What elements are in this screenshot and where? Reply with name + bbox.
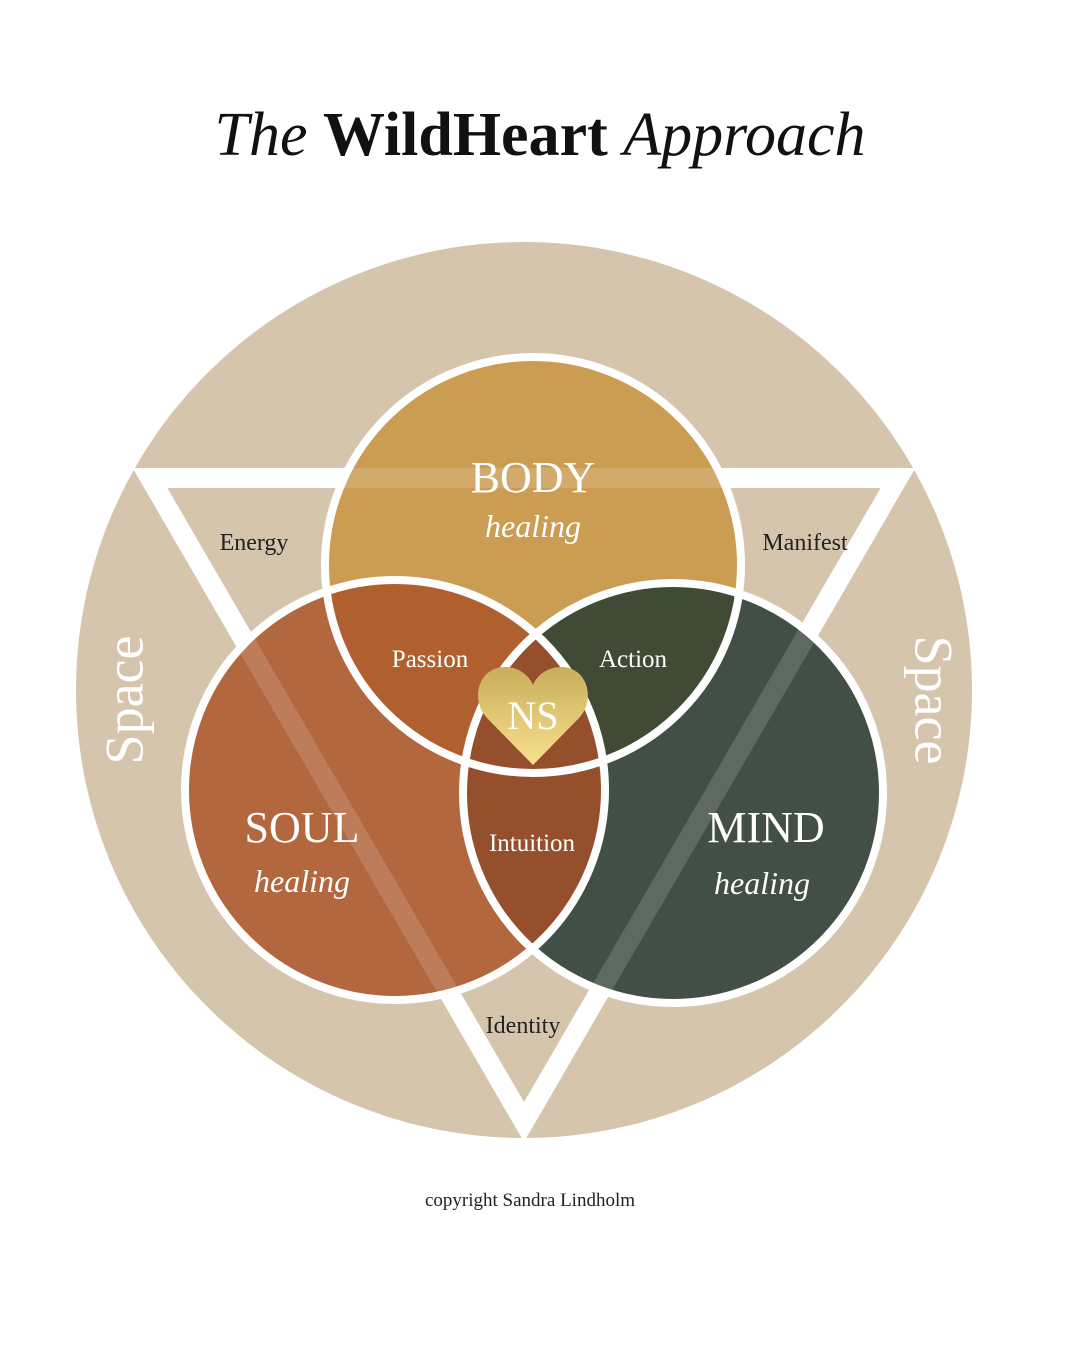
page-title: The WildHeart Approach [0,100,1080,171]
body-sub: healing [485,508,581,544]
space-left-label: Space [94,636,154,765]
action-label: Action [599,646,668,673]
ns-label: NS [507,693,558,738]
body-label: BODY [471,453,596,502]
title-brand: WildHeart [323,101,608,169]
intuition-label: Intuition [489,830,576,857]
identity-label: Identity [486,1013,561,1039]
soul-sub: healing [254,863,350,899]
copyright: copyright Sandra Lindholm [424,1190,636,1211]
title-prefix: The [214,101,308,169]
passion-label: Passion [392,646,469,673]
body-outline [321,353,745,777]
triangle-overlay [132,468,916,1142]
mind-sub: healing [714,865,810,901]
soul-outline [181,576,609,1004]
mind-outline [459,579,887,1007]
energy-label: Energy [220,530,289,556]
heart-icon [478,667,588,765]
space-right-label: Space [904,636,964,765]
mind-label: MIND [707,803,824,852]
manifest-label: Manifest [762,530,848,556]
soul-label: SOUL [245,803,360,852]
title-suffix: Approach [623,101,866,169]
